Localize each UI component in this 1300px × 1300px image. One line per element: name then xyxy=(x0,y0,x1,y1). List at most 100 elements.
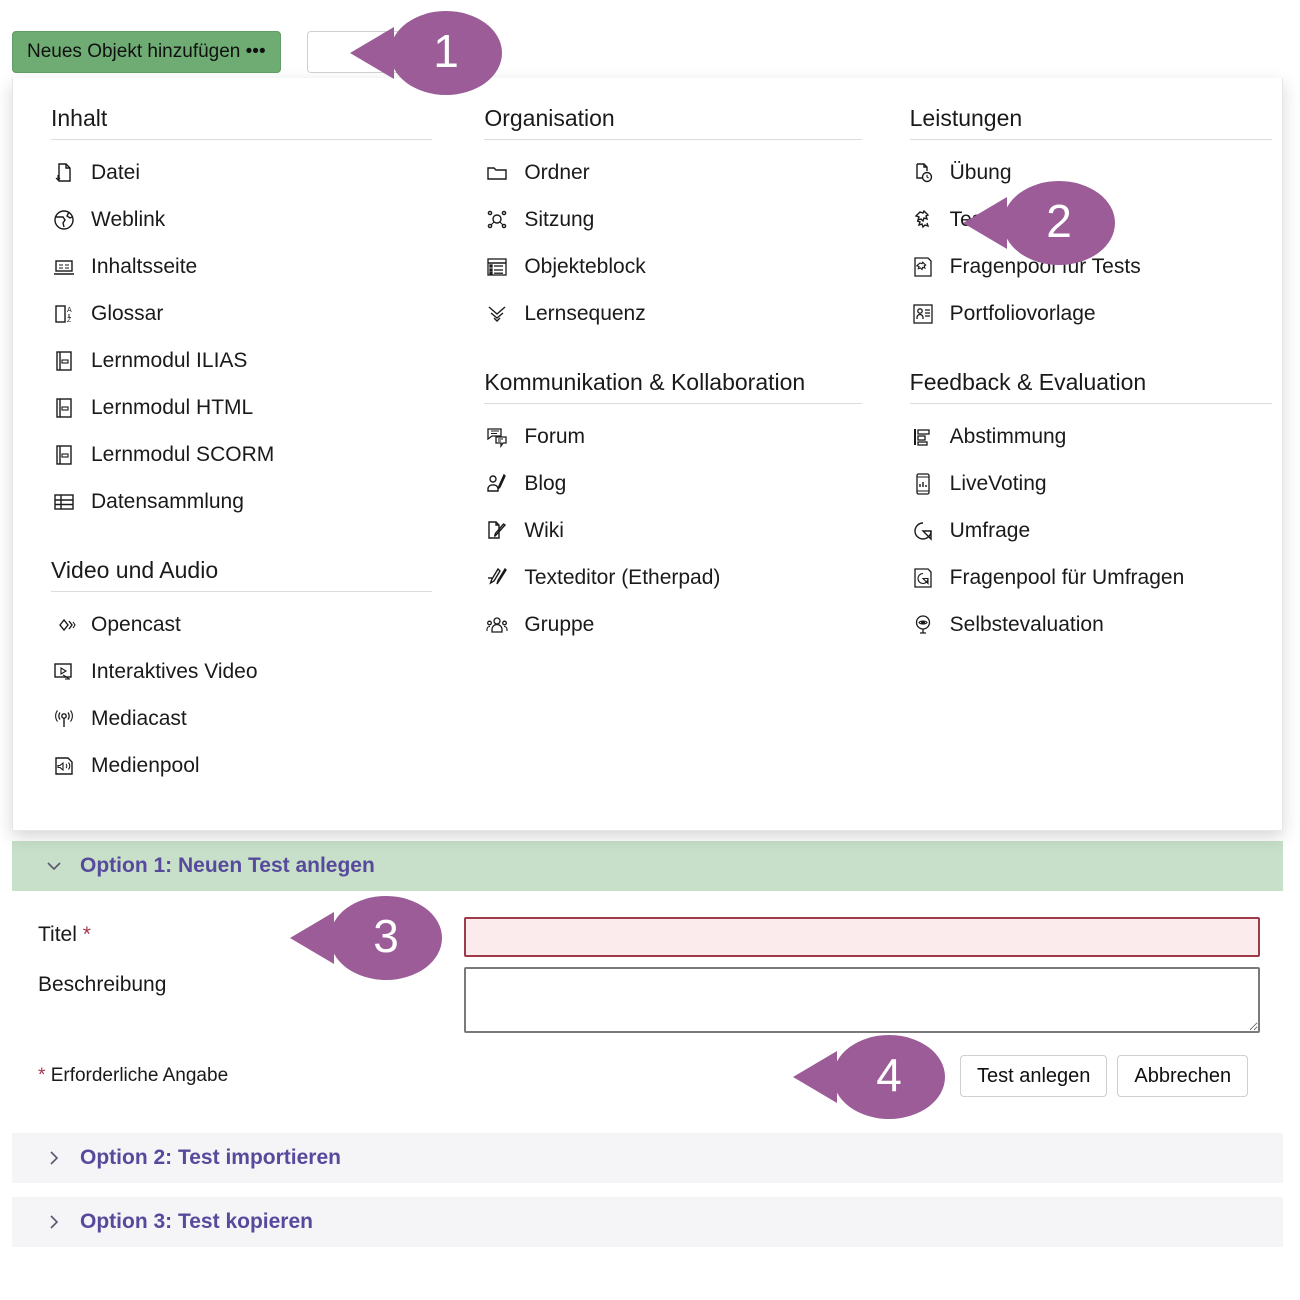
menu-item-interaktives-video[interactable]: Interaktives Video xyxy=(51,649,432,696)
cancel-button[interactable]: Abbrechen xyxy=(1117,1055,1249,1097)
self-evaluation-eye-icon xyxy=(910,612,936,638)
divider xyxy=(909,402,1272,404)
menu-item-label: Datensammlung xyxy=(91,490,244,514)
group-title-kommunikation: Kommunikation & Kollaboration xyxy=(484,368,806,395)
menu-item-label: Wiki xyxy=(524,519,564,542)
group-title-organisation: Organisation xyxy=(484,105,615,131)
title-input[interactable] xyxy=(464,917,1260,957)
menu-item-opencast[interactable]: Opencast xyxy=(51,602,432,649)
form-actions: Test anlegen Abbrechen xyxy=(464,1055,1283,1097)
menu-item-glossar[interactable]: A Z Glossar xyxy=(51,291,432,338)
object-block-list-icon xyxy=(484,254,510,280)
menu-item-fragenpool-tests[interactable]: Fragenpool für Tests xyxy=(910,244,1272,291)
add-new-object-button[interactable]: Neues Objekt hinzufügen ••• xyxy=(12,31,281,73)
group-people-icon xyxy=(484,612,510,638)
menu-item-fragenpool-umfragen[interactable]: Fragenpool für Umfragen xyxy=(910,555,1272,602)
required-asterisk: * xyxy=(82,923,91,946)
menu-item-label: Lernmodul SCORM xyxy=(91,443,275,467)
menu-item-lernmodul-scorm[interactable]: Lernmodul SCORM xyxy=(51,432,432,479)
menu-item-texteditor-etherpad[interactable]: Texteditor (Etherpad) xyxy=(484,555,861,602)
menu-item-label: Forum xyxy=(524,425,585,448)
menu-item-datei[interactable]: Datei xyxy=(51,150,432,197)
menu-item-ordner[interactable]: Ordner xyxy=(484,150,861,197)
learning-module-icon xyxy=(51,348,77,374)
group-title-feedback: Feedback & Evaluation xyxy=(909,368,1147,395)
group-title-leistungen: Leistungen xyxy=(909,105,1023,131)
menu-item-umfrage[interactable]: Umfrage xyxy=(910,508,1272,555)
toolbar: Neues Objekt hinzufügen ••• alten xyxy=(12,31,477,73)
divider xyxy=(51,138,433,140)
required-hint-text: Erforderliche Angabe xyxy=(50,1065,229,1086)
portfolio-template-icon xyxy=(910,301,936,327)
menu-list-leistungen: Übung Test Fragenpool xyxy=(910,150,1272,338)
survey-pie-icon xyxy=(910,518,936,544)
menu-item-label: Weblink xyxy=(91,208,166,232)
menu-item-label: Übung xyxy=(949,161,1012,185)
divider xyxy=(484,402,862,404)
menu-item-objekteblock[interactable]: Objekteblock xyxy=(484,244,861,291)
divider xyxy=(909,138,1272,140)
form-row-description: Beschreibung xyxy=(12,967,1283,1033)
live-voting-phone-icon xyxy=(910,471,936,497)
question-pool-puzzle-icon xyxy=(910,254,936,280)
menu-item-sitzung[interactable]: Sitzung xyxy=(484,197,861,244)
menu-item-label: LiveVoting xyxy=(949,472,1047,495)
menu-item-inhaltsseite[interactable]: Inhaltsseite xyxy=(51,244,432,291)
learning-module-icon xyxy=(51,395,77,421)
menu-item-label: Lernsequenz xyxy=(524,302,646,326)
broadcast-antenna-icon xyxy=(51,706,77,732)
menu-item-medienpool[interactable]: Medienpool xyxy=(51,743,432,790)
accordion-header-option-1[interactable]: Option 1: Neuen Test anlegen xyxy=(12,841,1283,891)
glossary-az-icon: A Z xyxy=(51,301,77,327)
menu-item-abstimmung[interactable]: Abstimmung xyxy=(910,414,1272,461)
create-test-accordion: Option 1: Neuen Test anlegen Titel * Bes… xyxy=(12,841,1283,1247)
wiki-page-pen-icon xyxy=(484,518,510,544)
menu-item-lernsequenz[interactable]: Lernsequenz xyxy=(484,291,861,338)
title-label-text: Titel xyxy=(38,923,77,946)
chevron-right-icon xyxy=(44,1148,64,1168)
menu-item-label: Objekteblock xyxy=(524,255,646,279)
svg-text:Z: Z xyxy=(67,317,72,324)
menu-item-label: Interaktives Video xyxy=(91,660,258,683)
survey-pool-pie-icon xyxy=(910,565,936,591)
chevron-right-icon xyxy=(44,1212,64,1232)
manage-button[interactable]: alten xyxy=(306,31,477,73)
form-row-title: Titel * xyxy=(12,917,1283,957)
menu-item-mediacast[interactable]: Mediacast xyxy=(51,696,432,743)
menu-item-gruppe[interactable]: Gruppe xyxy=(484,602,861,649)
spacer xyxy=(12,1183,1283,1197)
group-title-inhalt: Inhalt xyxy=(51,105,108,131)
menu-item-uebung[interactable]: Übung xyxy=(910,150,1272,197)
content-page-icon xyxy=(51,254,77,280)
create-test-button[interactable]: Test anlegen xyxy=(960,1055,1108,1097)
description-label: Beschreibung xyxy=(38,973,167,996)
menu-item-livevoting[interactable]: LiveVoting xyxy=(910,461,1272,508)
accordion-title: Option 2: Test importieren xyxy=(80,1146,341,1169)
accordion-header-option-3[interactable]: Option 3: Test kopieren xyxy=(12,1197,1283,1247)
divider xyxy=(484,138,862,140)
menu-item-portfoliovorlage[interactable]: Portfoliovorlage xyxy=(910,291,1272,338)
etherpad-pen-icon xyxy=(484,565,510,591)
spacer xyxy=(12,1119,1283,1133)
menu-item-test[interactable]: Test xyxy=(910,197,1272,244)
menu-item-lernmodul-html[interactable]: Lernmodul HTML xyxy=(51,385,432,432)
opencast-diamond-icon xyxy=(51,612,77,638)
description-textarea[interactable] xyxy=(464,967,1260,1033)
menu-item-label: Texteditor (Etherpad) xyxy=(524,566,721,589)
menu-item-blog[interactable]: Blog xyxy=(484,461,861,508)
poll-bars-icon xyxy=(910,424,936,450)
menu-item-selbstevaluation[interactable]: Selbstevaluation xyxy=(910,602,1272,649)
menu-item-weblink[interactable]: Weblink xyxy=(51,197,432,244)
menu-item-lernmodul-ilias[interactable]: Lernmodul ILIAS xyxy=(51,338,432,385)
menu-list-feedback: Abstimmung LiveVoting xyxy=(910,414,1272,649)
menu-item-datensammlung[interactable]: Datensammlung xyxy=(51,479,432,526)
exercise-clock-icon xyxy=(910,160,936,186)
svg-text:A: A xyxy=(67,307,72,314)
menu-item-wiki[interactable]: Wiki xyxy=(484,508,861,555)
menu-item-label: Blog xyxy=(524,472,567,495)
accordion-header-option-2[interactable]: Option 2: Test importieren xyxy=(12,1133,1283,1183)
group-title-video-audio: Video und Audio xyxy=(51,556,219,583)
menu-item-forum[interactable]: Forum xyxy=(484,414,861,461)
menu-item-label: Gruppe xyxy=(524,613,595,636)
menu-item-label: Sitzung xyxy=(524,208,595,232)
